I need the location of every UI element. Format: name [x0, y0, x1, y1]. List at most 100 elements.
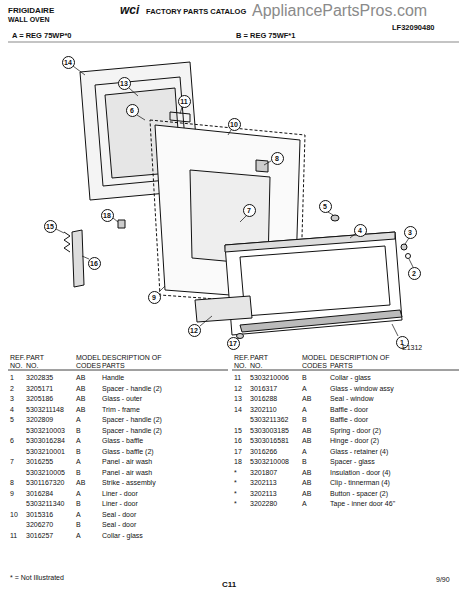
- table-cell: AB: [76, 395, 85, 403]
- table-cell: 3202280: [250, 500, 277, 508]
- leader: [73, 66, 85, 75]
- callout-number: 6: [130, 107, 134, 114]
- rule: [8, 42, 459, 43]
- table-cell: 12: [234, 385, 242, 393]
- table-cell: 13: [234, 395, 242, 403]
- leader: [240, 216, 246, 222]
- watermark: AppliancePartsPros.com: [252, 2, 427, 19]
- table-cell: 9: [10, 490, 14, 498]
- table-cell: 11: [10, 532, 17, 540]
- table-cell: 5303016581: [250, 437, 289, 445]
- table-cell: 3016284: [26, 490, 53, 498]
- callout-number: 18: [103, 212, 111, 219]
- date: 9/90: [436, 576, 450, 584]
- callout-number: 11: [180, 98, 187, 105]
- table-cell: 3205171: [26, 385, 53, 393]
- table-cell: AB: [76, 385, 85, 393]
- table-cell: A: [76, 532, 81, 540]
- table-cell: Glass - baffle: [102, 437, 143, 445]
- table-cell: 3201807: [250, 469, 277, 477]
- callout-circle: 17: [227, 337, 240, 350]
- column-header: PART NO.: [250, 354, 280, 370]
- callout-number: 14: [64, 59, 72, 66]
- callout-circle: 14: [62, 56, 75, 69]
- table-cell: 3202113: [250, 479, 277, 487]
- table-cell: 15: [234, 427, 242, 435]
- table-cell: Strike - assembly: [102, 479, 156, 487]
- callout-circle: 8: [271, 152, 284, 165]
- table-cell: *: [234, 479, 237, 487]
- table-cell: Panel - air wash: [102, 458, 152, 466]
- table-cell: 6: [10, 437, 14, 445]
- callout-number: 2: [412, 270, 416, 277]
- leader: [409, 259, 413, 267]
- table-cell: Glass - outer: [102, 395, 142, 403]
- leader: [228, 130, 231, 135]
- spring: [64, 232, 70, 252]
- table-cell: Trim - frame: [102, 406, 140, 414]
- callout-circle: 4: [354, 224, 367, 237]
- table-cell: A: [76, 437, 81, 445]
- table-cell: 3016288: [250, 395, 277, 403]
- window-glass: [195, 296, 252, 322]
- callout-circle: 6: [126, 104, 139, 117]
- table-cell: Seal - door: [102, 511, 136, 519]
- table-cell: 3015316: [26, 511, 53, 519]
- table-cell: 5303003185: [250, 427, 289, 435]
- table-cell: *: [234, 500, 237, 508]
- catalog-number: LF32090480: [392, 24, 435, 33]
- table-cell: A: [302, 448, 307, 456]
- leader: [159, 286, 165, 292]
- table-cell: 3202835: [26, 374, 53, 382]
- leader: [350, 234, 355, 238]
- column-header: MODEL CODES: [76, 354, 102, 370]
- table-cell: AB: [302, 490, 311, 498]
- spacer-glass: [118, 220, 125, 228]
- table-cell: Spacer - handle (2): [102, 385, 162, 393]
- table-cell: 17: [234, 448, 242, 456]
- figure-number: E1312: [402, 344, 422, 352]
- table-cell: 5303210005: [26, 469, 65, 477]
- table-cell: 3016317: [250, 385, 277, 393]
- table-cell: AB: [302, 479, 311, 487]
- door-window: [240, 246, 390, 316]
- table-cell: Button - spacer (2): [330, 490, 388, 498]
- callout-number: 15: [46, 223, 54, 230]
- table-cell: 3016255: [26, 458, 53, 466]
- leader: [180, 107, 182, 114]
- table-cell: 3016266: [250, 448, 277, 456]
- column-header: MODEL CODES: [302, 354, 328, 370]
- table-cell: 18: [234, 458, 242, 466]
- table-cell: Glass - retainer (4): [330, 448, 388, 456]
- table-cell: 2: [10, 385, 14, 393]
- table-cell: Glass - baffle (2): [102, 448, 154, 456]
- callout-circle: 5: [319, 200, 332, 213]
- leader: [264, 161, 271, 165]
- table-cell: Baffle - door: [330, 406, 368, 414]
- table-cell: 3202110: [250, 406, 277, 414]
- table-cell: A: [76, 511, 81, 519]
- product-type: WALL OVEN: [8, 16, 49, 24]
- table-cell: Seal - window: [330, 395, 374, 403]
- table-cell: 3016257: [26, 532, 53, 540]
- table-cell: AB: [302, 437, 311, 445]
- table-rules: [8, 42, 459, 370]
- table-cell: 3202113: [250, 490, 277, 498]
- knob: [401, 244, 407, 250]
- leader: [405, 238, 409, 244]
- rule: [8, 370, 228, 371]
- leader: [82, 256, 89, 259]
- table-cell: Hinge - door (2): [330, 437, 379, 445]
- table-cell: B: [302, 374, 307, 382]
- table-cell: AB: [302, 469, 311, 477]
- callout-circle: 9: [148, 291, 161, 304]
- table-cell: 4: [10, 406, 14, 414]
- leader: [200, 316, 212, 326]
- table-cell: Seal - door: [102, 521, 136, 529]
- table-cell: Collar - glass: [102, 532, 143, 540]
- rule: [232, 370, 459, 371]
- table-cell: B: [76, 427, 81, 435]
- table-cell: AB: [302, 427, 311, 435]
- table-cell: Liner - door: [102, 500, 138, 508]
